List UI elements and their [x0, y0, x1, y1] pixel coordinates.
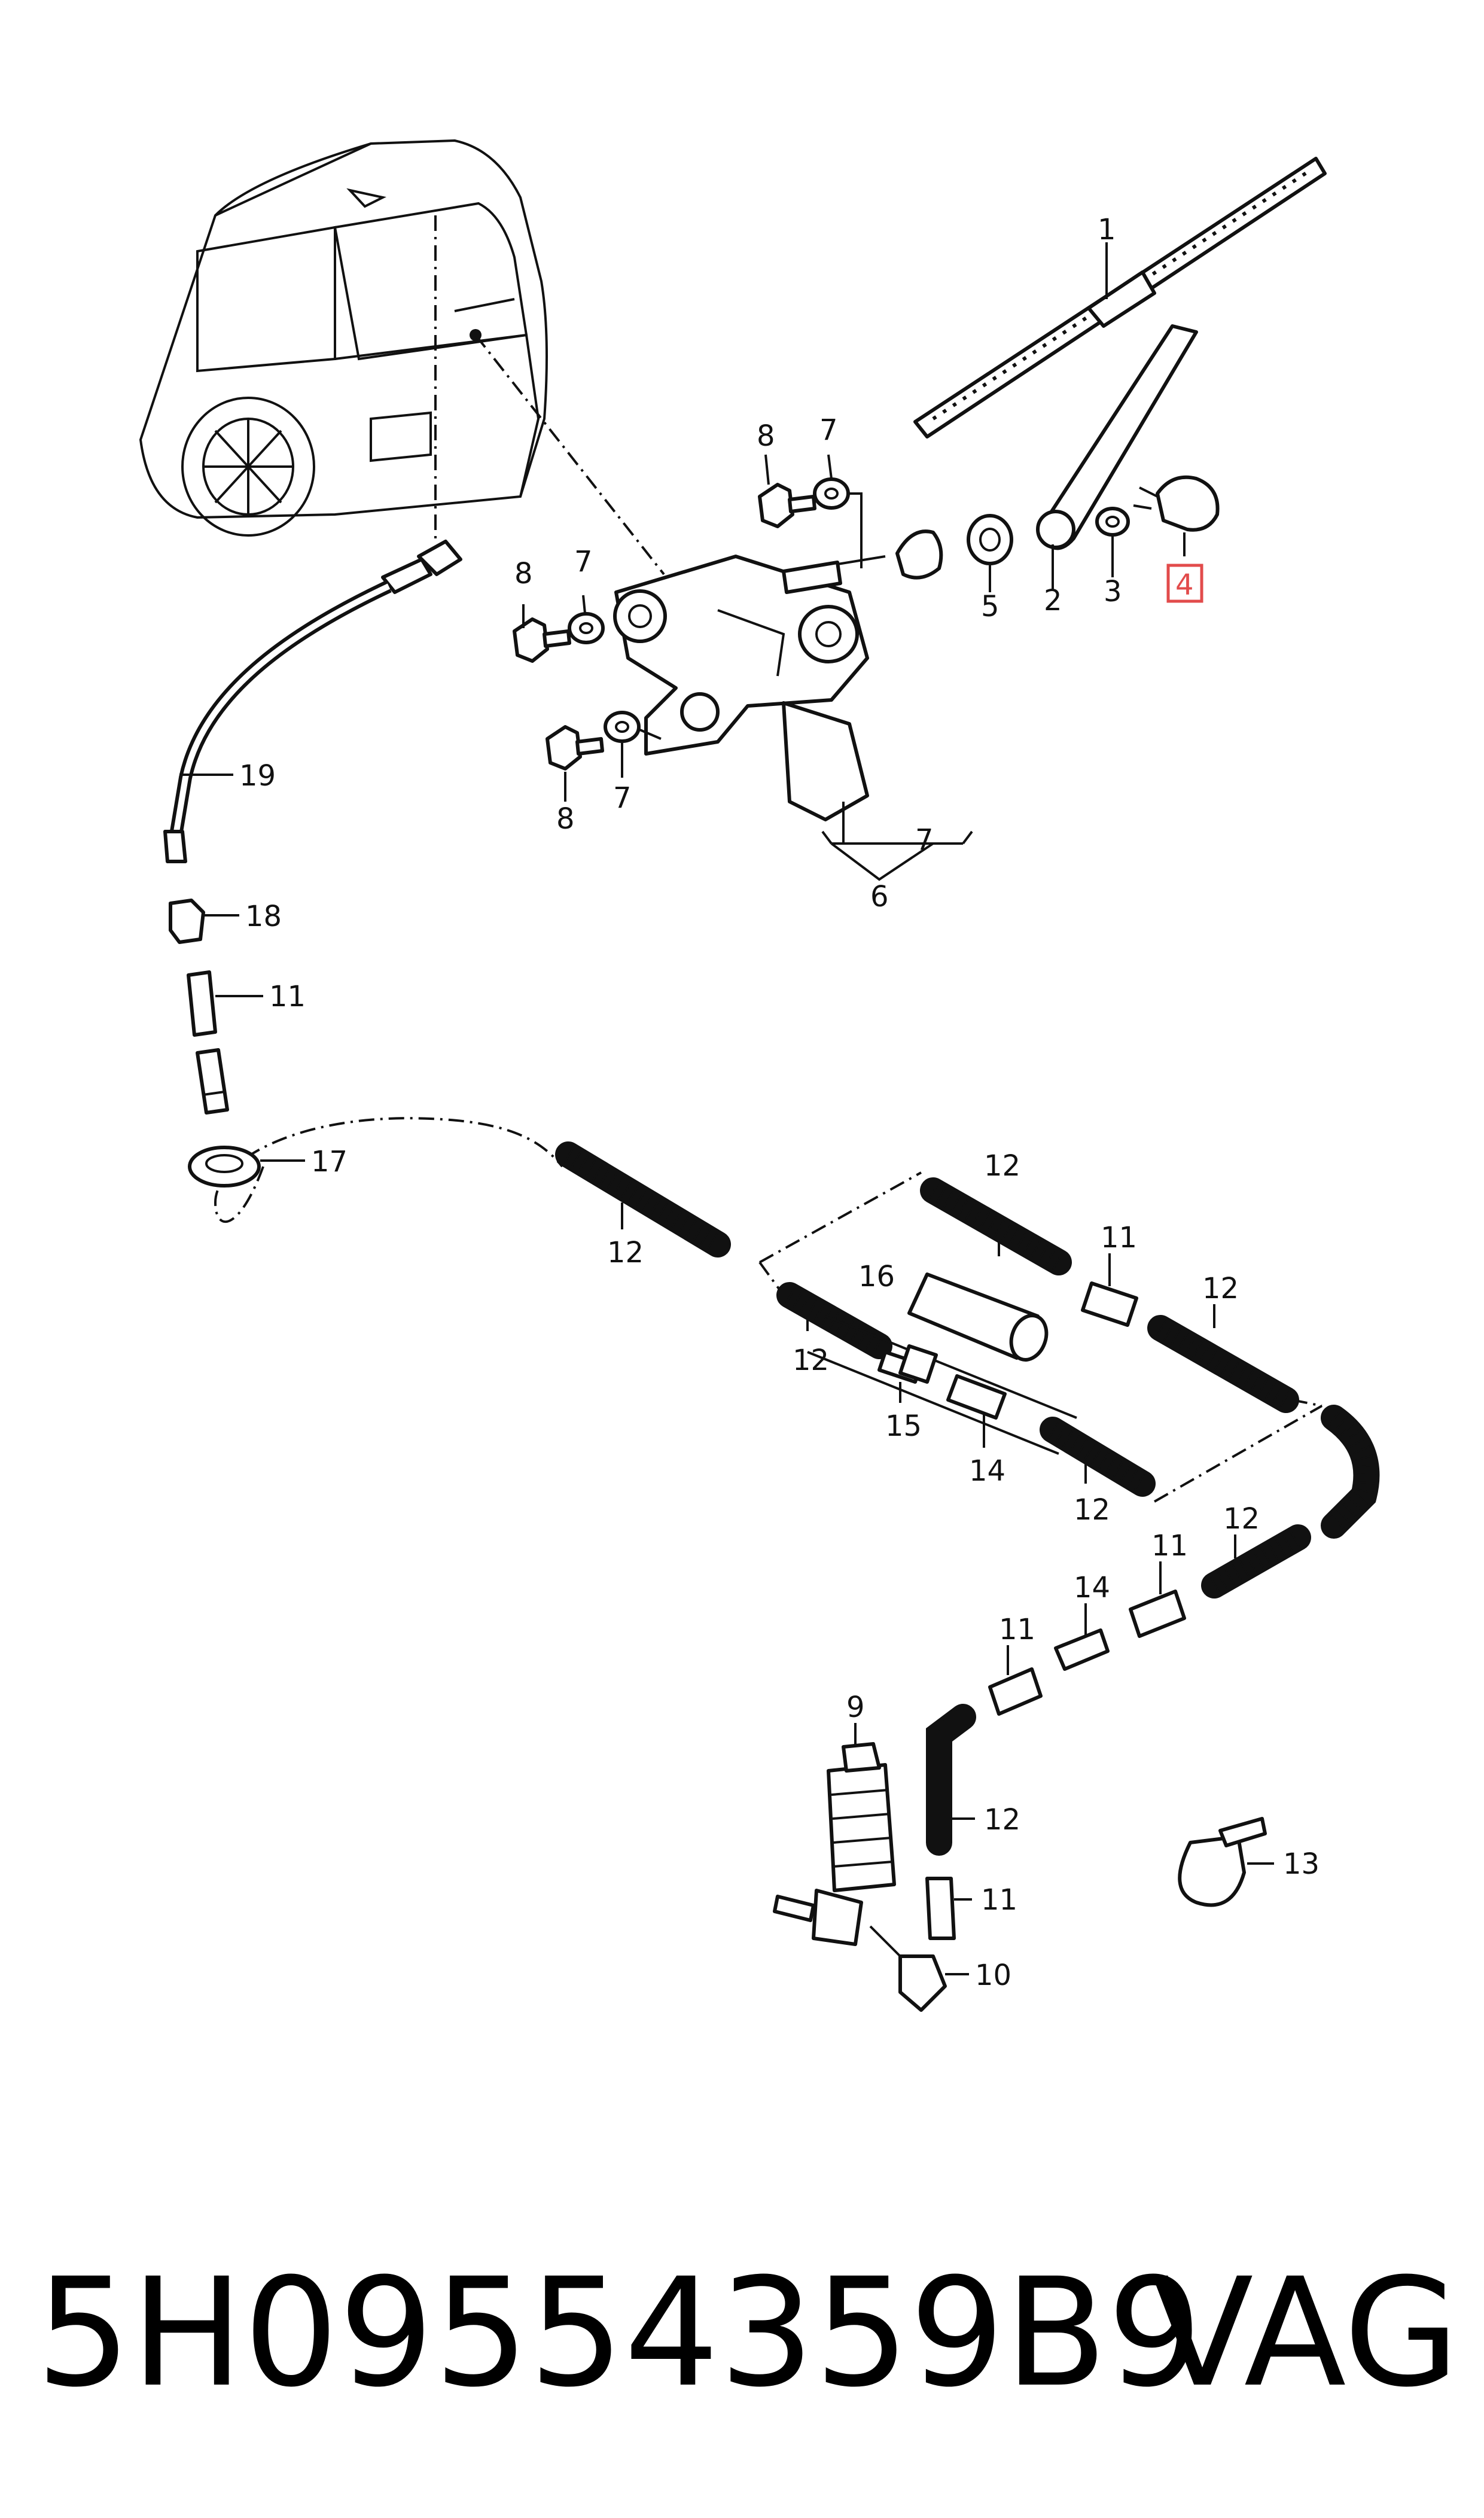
leader-hose-route — [214, 1117, 563, 1223]
wiper-arm-part-2[interactable] — [1036, 324, 1198, 577]
callout-12-c[interactable]: 12 — [1202, 1272, 1239, 1305]
callout-7-middle[interactable]: 7 — [574, 545, 593, 578]
callout-2[interactable]: 2 — [1044, 584, 1062, 617]
callout-12-e[interactable]: 12 — [1074, 1493, 1110, 1527]
wiper-blade-part-1[interactable] — [913, 157, 1327, 439]
callout-8-upper[interactable]: 8 — [757, 419, 775, 453]
washer-pump-part-9[interactable] — [773, 1742, 910, 1966]
rubber-grommet[interactable] — [895, 529, 943, 580]
leader-box-bottom — [1154, 1405, 1323, 1503]
bolt-part-8-lower[interactable] — [546, 725, 604, 771]
seal-part-5[interactable] — [967, 514, 1013, 565]
footer: 5H09554359B9 VAG — [36, 2255, 1459, 2411]
callout-labels: 1 2 3 4 5 6 7 7 8 7 8 7 8 9 10 11 11 11 … — [239, 213, 1320, 1992]
callout-1[interactable]: 1 — [1098, 213, 1116, 246]
callout-14-b[interactable]: 14 — [1074, 1571, 1110, 1604]
callout-11-right[interactable]: 11 — [1151, 1529, 1188, 1563]
callout-12-b[interactable]: 12 — [984, 1149, 1020, 1183]
callout-15[interactable]: 15 — [885, 1409, 922, 1443]
cable-part-19[interactable] — [163, 540, 462, 863]
callout-5[interactable]: 5 — [981, 590, 1000, 623]
leader-box-top — [759, 1171, 922, 1263]
callout-11-center[interactable]: 11 — [1101, 1221, 1137, 1255]
callout-12-g[interactable]: 12 — [984, 1803, 1020, 1837]
hose-piece-part-11-center[interactable] — [1081, 1281, 1138, 1327]
hose-piece-part-11-lower-a[interactable] — [1129, 1590, 1186, 1638]
callout-7-lower[interactable]: 7 — [613, 781, 632, 815]
t-connector-part-15[interactable] — [877, 1344, 938, 1384]
hose-piece-top-left-lower[interactable] — [196, 1048, 229, 1115]
bolt-part-8-middle[interactable] — [513, 617, 571, 663]
hose-part-12-e[interactable] — [1040, 1417, 1156, 1497]
callout-9[interactable]: 9 — [846, 1691, 865, 1724]
callout-12-a[interactable]: 12 — [607, 1236, 644, 1269]
callout-7-upper[interactable]: 7 — [819, 413, 838, 447]
bolt-part-8-upper[interactable] — [758, 483, 816, 528]
callout-11-lower[interactable]: 11 — [999, 1613, 1035, 1646]
elbow-connector-part-10[interactable] — [898, 1954, 947, 2012]
hose-part-12-b[interactable] — [920, 1177, 1072, 1275]
callout-8-lower[interactable]: 8 — [556, 802, 575, 836]
callout-11-bottom[interactable]: 11 — [981, 1883, 1017, 1917]
callout-6[interactable]: 6 — [870, 880, 889, 914]
callout-leaders — [179, 242, 1274, 1975]
callout-18[interactable]: 18 — [245, 900, 282, 933]
hose-piece-part-11-lower-b[interactable] — [988, 1667, 1043, 1716]
hose-piece-part-11-top[interactable] — [187, 970, 217, 1037]
brand-label: VAG — [1151, 2246, 1459, 2420]
callout-11-top[interactable]: 11 — [269, 980, 306, 1013]
connector-part-14-b[interactable] — [1054, 1628, 1110, 1671]
hose-part-12-g[interactable] — [1201, 1524, 1311, 1599]
callout-14-a[interactable]: 14 — [969, 1454, 1005, 1488]
hose-part-12-f[interactable] — [1321, 1405, 1380, 1539]
callout-12-f[interactable]: 12 — [1223, 1502, 1260, 1536]
cover-cap-part-4[interactable] — [1133, 475, 1220, 532]
callout-16[interactable]: 16 — [858, 1260, 895, 1293]
callout-13[interactable]: 13 — [1283, 1847, 1320, 1881]
bushing-part-7-middle[interactable] — [568, 612, 605, 644]
callout-3[interactable]: 3 — [1104, 575, 1122, 608]
connector-part-14-a[interactable] — [946, 1374, 1007, 1420]
hose-part-12-h[interactable] — [926, 1704, 976, 1856]
highlight-box-part-4 — [1166, 564, 1203, 603]
nut-part-3[interactable] — [1095, 507, 1130, 537]
hose-part-12-c[interactable] — [1147, 1315, 1299, 1413]
hose-clip-part-13[interactable] — [1178, 1817, 1267, 1907]
hose-piece-part-11-lower-c[interactable] — [925, 1877, 956, 1940]
sleeve-part-16[interactable] — [907, 1272, 1052, 1365]
callout-17[interactable]: 17 — [311, 1145, 348, 1179]
callout-4[interactable]: 4 — [1175, 568, 1194, 602]
callout-19[interactable]: 19 — [239, 759, 276, 793]
bushing-part-7-upper[interactable] — [813, 477, 850, 510]
callout-10[interactable]: 10 — [975, 1959, 1011, 1992]
callout-12-d[interactable]: 12 — [793, 1344, 829, 1377]
grommet-part-17[interactable] — [188, 1146, 261, 1188]
wiper-motor-part-6[interactable] — [613, 555, 869, 844]
connector-part-18[interactable] — [169, 899, 205, 944]
part-number: 5H09554359B9 — [36, 2246, 1203, 2420]
callout-7-motor[interactable]: 7 — [915, 823, 934, 857]
bushing-part-7-lower[interactable] — [604, 711, 641, 743]
hose-part-12-a[interactable] — [555, 1141, 731, 1258]
callout-8-middle[interactable]: 8 — [514, 557, 533, 590]
car-rear-illustration — [139, 139, 548, 537]
leader-car-to-motor — [474, 334, 665, 576]
